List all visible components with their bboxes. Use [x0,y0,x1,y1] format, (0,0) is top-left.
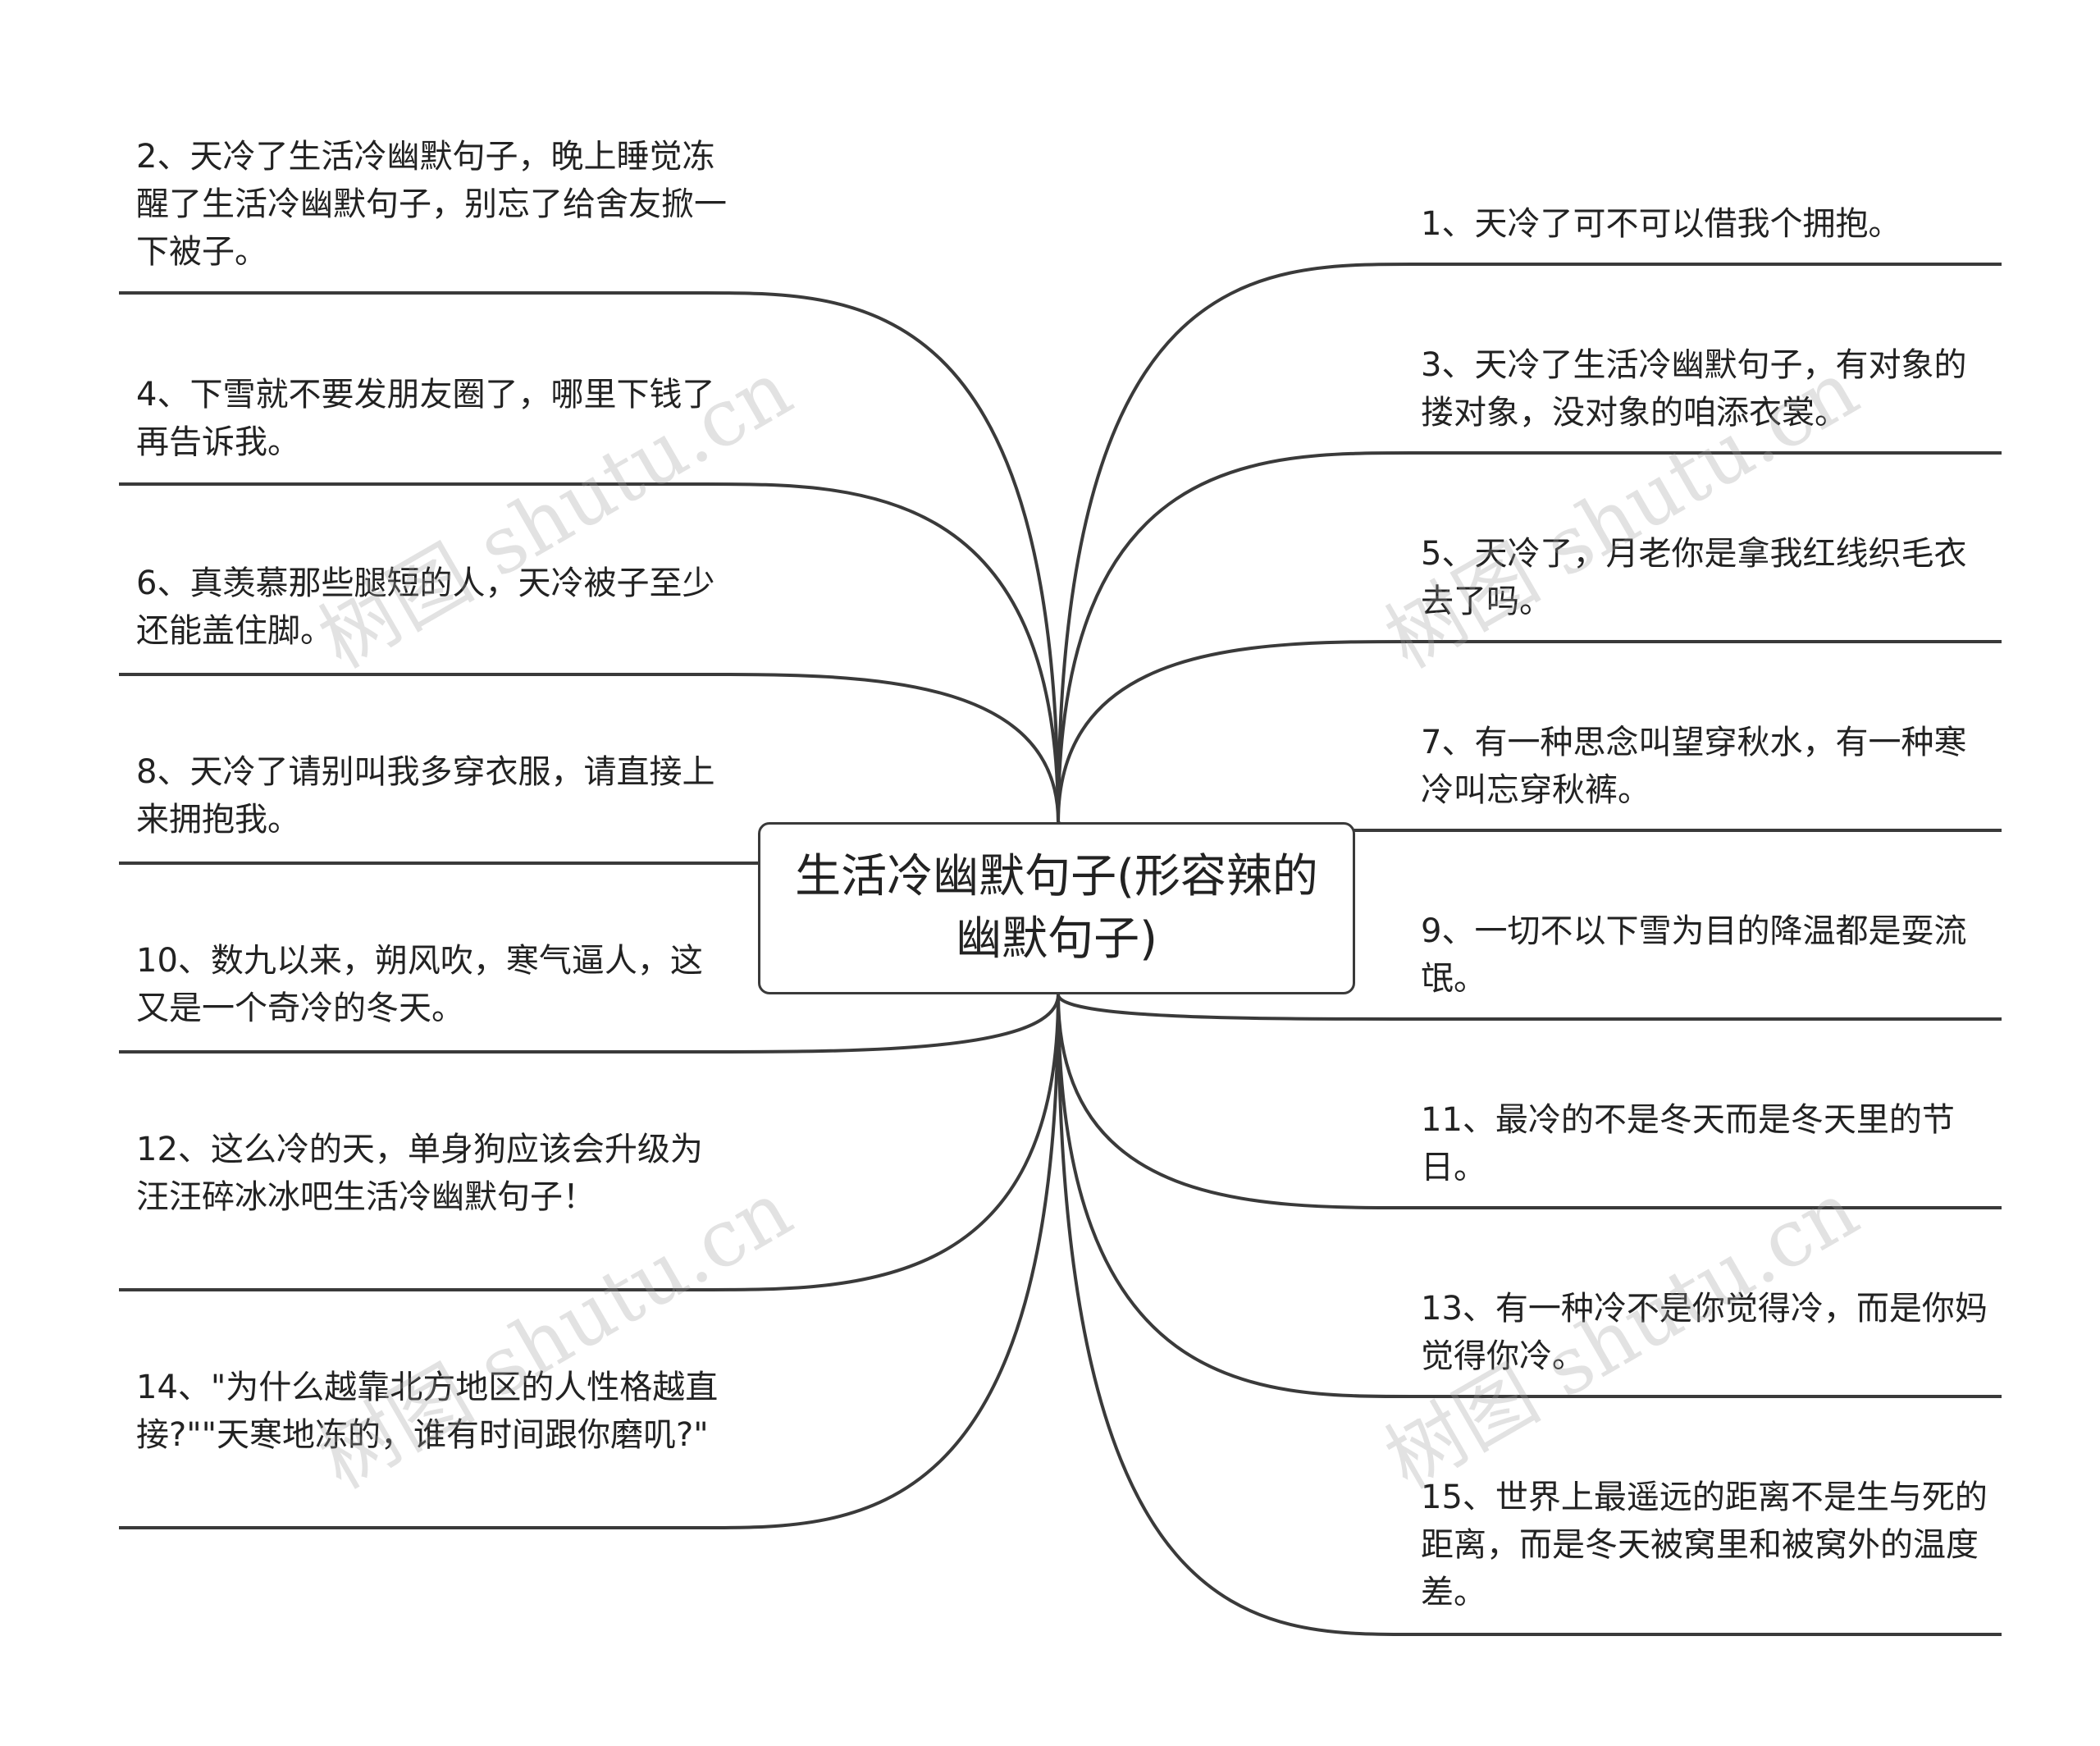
connector-left-0 [705,291,1060,823]
connector-right-4 [1057,994,1412,1021]
connector-right-0 [1057,263,1412,823]
connector-left-4 [705,994,1060,1054]
right-branch-11[interactable]: 11、最冷的不是冬天而是冬天里的节日。 [1421,1101,1955,1186]
right-branch-7[interactable]: 7、有一种思念叫望穿秋水，有一种寒冷叫忘穿秋裤。 [1421,724,1967,809]
left-branch-12[interactable]: 12、这么冷的天，单身狗应该会升级为汪汪碎冰冰吧生活冷幽默句子！ [136,1131,703,1216]
connector-left-6 [705,994,1060,1529]
connector-right-1 [1057,451,1412,823]
left-branch-8[interactable]: 8、天冷了请别叫我多穿衣服，请直接上来拥抱我。 [136,753,715,839]
right-branch-1[interactable]: 1、天冷了可不可以借我个拥抱。 [1421,205,1901,243]
left-branch-2[interactable]: 2、天冷了生活冷幽默句子，晚上睡觉冻醒了生活冷幽默句子，别忘了给舍友掀一下被子。 [136,138,727,271]
connector-left-5 [705,994,1060,1291]
right-branch-5[interactable]: 5、天冷了，月老你是拿我红线织毛衣去了吗。 [1421,535,1967,620]
left-branch-10[interactable]: 10、数九以来，朔风吹，寒气逼人，这又是一个奇冷的冬天。 [136,942,703,1027]
central-topic[interactable]: 生活冷幽默句子(形容辣的幽默句子) [758,822,1355,994]
connector-left-1 [705,482,1060,823]
connector-right-5 [1057,994,1412,1209]
connector-right-6 [1057,994,1412,1398]
right-branch-9[interactable]: 9、一切不以下雪为目的降温都是耍流氓。 [1421,912,1967,998]
connector-left-2 [705,673,1060,823]
right-branch-13[interactable]: 13、有一种冷不是你觉得冷，而是你妈觉得你冷。 [1421,1290,1988,1375]
right-branch-3[interactable]: 3、天冷了生活冷幽默句子，有对象的搂对象，没对象的咱添衣裳。 [1421,346,1967,432]
connector-right-7 [1057,994,1412,1636]
right-branch-15[interactable]: 15、世界上最遥远的距离不是生与死的距离，而是冬天被窝里和被窝外的温度差。 [1421,1479,1988,1611]
central-topic-title: 生活冷幽默句子(形容辣的幽默句子) [795,850,1318,966]
left-branch-14[interactable]: 14、"为什么越靠北方地区的人性格越直接?""天寒地冻的，谁有时间跟你磨叽?" [136,1369,719,1454]
left-branch-4[interactable]: 4、下雪就不要发朋友圈了，哪里下钱了再告诉我。 [136,376,715,461]
connector-right-2 [1057,640,1412,823]
left-branch-6[interactable]: 6、真羡慕那些腿短的人，天冷被子至少还能盖住脚。 [136,564,715,650]
